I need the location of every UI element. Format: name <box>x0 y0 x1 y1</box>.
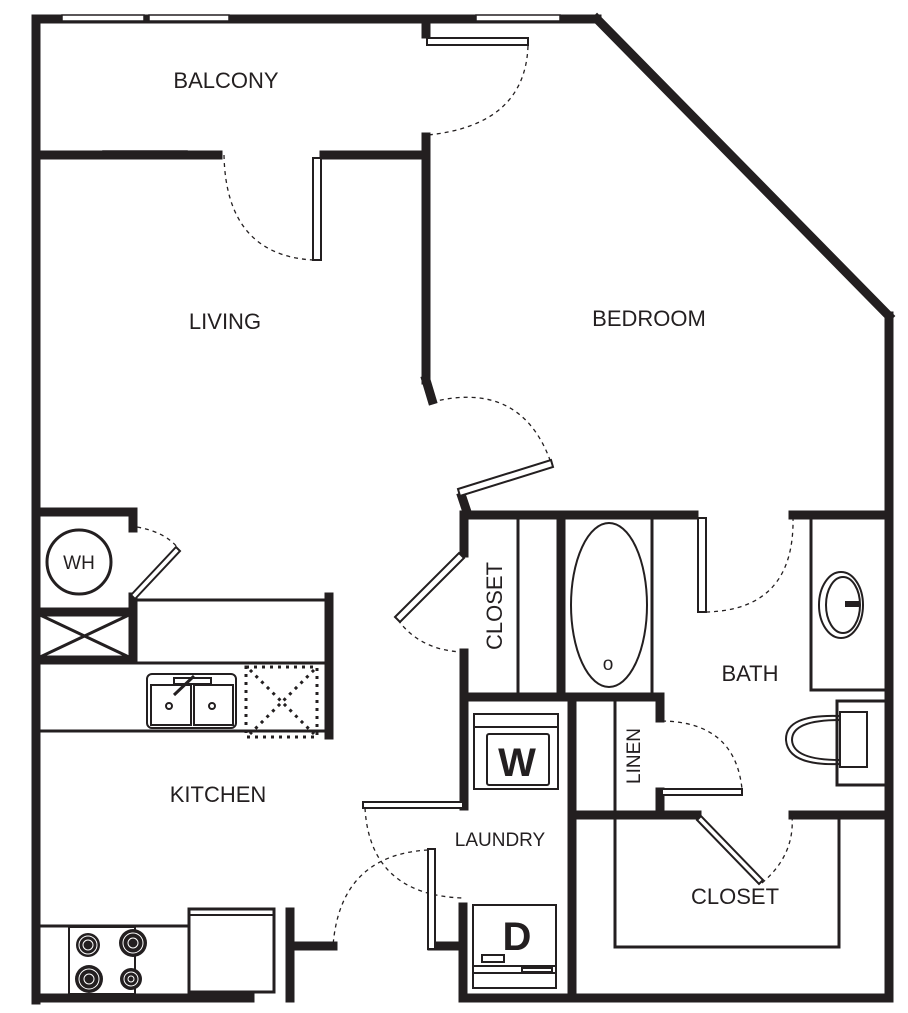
washer: W <box>473 713 559 790</box>
dryer: D <box>472 904 557 989</box>
room-label-linen: LINEN <box>624 728 645 784</box>
bathroom-sink <box>818 571 864 639</box>
interior-walls <box>31 14 894 1003</box>
water-heater: WH <box>45 528 113 596</box>
vanity <box>809 515 889 692</box>
burner <box>120 968 142 990</box>
room-labels: BALCONY LIVING BEDROOM KITCHEN BATH LAUN… <box>170 68 779 909</box>
windows <box>61 14 561 158</box>
window <box>61 14 145 22</box>
room-label-hall-closet: CLOSET <box>482 562 507 650</box>
window <box>148 14 230 22</box>
room-label-balcony: BALCONY <box>173 68 278 93</box>
kitchen-fixtures <box>36 598 329 995</box>
door-water-heater <box>129 545 182 601</box>
diagonal-wall <box>590 12 896 323</box>
range <box>68 926 147 995</box>
room-label-bedroom-closet: CLOSET <box>691 884 779 909</box>
door-swing <box>223 154 314 261</box>
door-swing <box>332 849 429 947</box>
door-bedroom-closet <box>695 814 765 886</box>
door-swing <box>397 619 463 653</box>
door-balcony-bedroom <box>426 37 529 46</box>
room-label-bath: BATH <box>721 661 778 686</box>
burner <box>119 929 147 957</box>
door-swing <box>661 720 743 790</box>
door-laundry-lower <box>427 848 436 950</box>
door-laundry <box>362 801 464 809</box>
closet-shelf <box>613 815 841 949</box>
water-heater-label: WH <box>63 553 95 574</box>
door-bath <box>697 517 707 613</box>
burner <box>76 933 100 957</box>
door-bedroom <box>456 458 555 498</box>
door-swing <box>136 526 179 549</box>
door-swing <box>364 807 464 899</box>
doors <box>129 37 794 950</box>
kitchen-sink <box>146 673 237 729</box>
tub-drain: o <box>603 654 614 675</box>
room-label-living: LIVING <box>189 309 261 334</box>
dryer-label: D <box>503 915 532 959</box>
door-swing <box>427 45 529 136</box>
door-swing <box>705 516 794 613</box>
room-label-laundry: LAUNDRY <box>455 830 546 851</box>
room-label-kitchen: KITCHEN <box>170 782 267 807</box>
burner <box>75 965 103 993</box>
refrigerator <box>187 907 276 994</box>
dishwasher <box>244 665 319 739</box>
door-living-balcony <box>312 157 322 261</box>
door-swing <box>761 815 793 884</box>
room-label-bedroom: BEDROOM <box>592 306 706 331</box>
window <box>475 14 561 22</box>
toilet <box>784 699 889 787</box>
door-closet <box>393 551 466 624</box>
bathtub <box>570 522 648 688</box>
washer-label: W <box>498 741 536 785</box>
door-swing <box>431 396 551 461</box>
bath-fixtures: o <box>570 515 889 787</box>
door-linen <box>661 788 743 796</box>
